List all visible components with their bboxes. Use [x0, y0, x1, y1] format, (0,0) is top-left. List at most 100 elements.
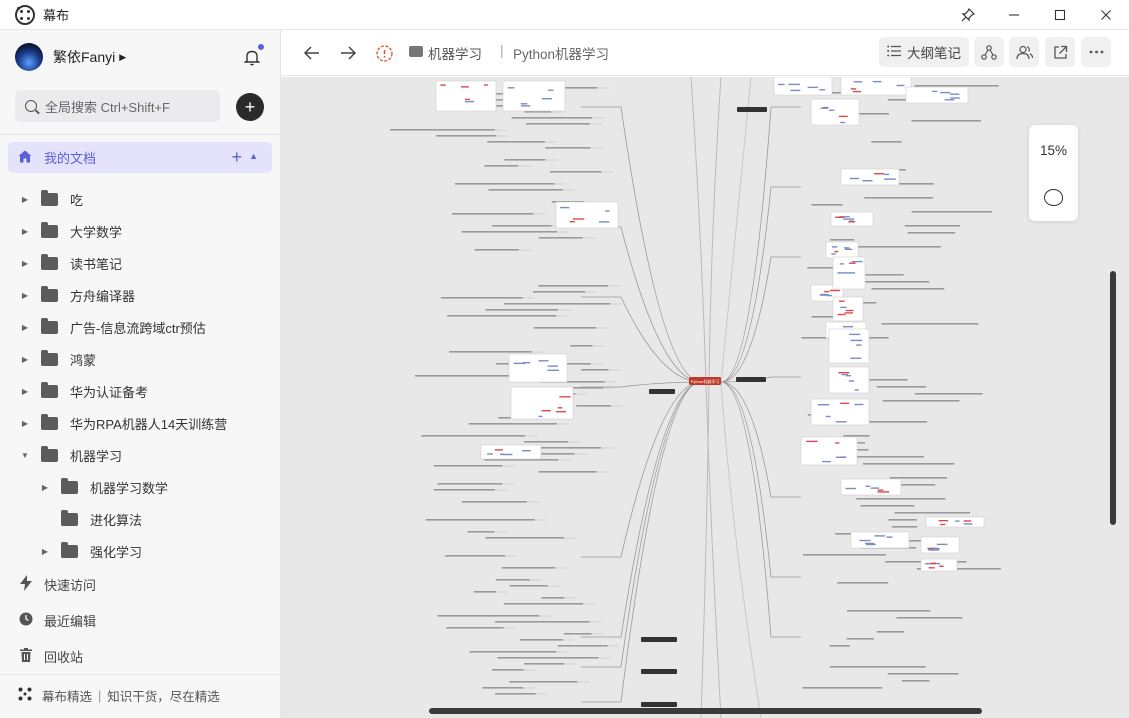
nav-label: 快速访问 — [44, 577, 97, 593]
global-search-input[interactable]: 全局搜索 Ctrl+Shift+F — [15, 90, 220, 122]
folder-item[interactable]: ▶机器学习数学 — [0, 471, 280, 503]
folder-item[interactable]: 进化算法 — [0, 503, 280, 535]
mindmap-node-text — [520, 639, 563, 641]
nav-recent[interactable]: 最近编辑 — [18, 608, 96, 632]
caret-down-icon[interactable]: ▼ — [21, 450, 29, 460]
promo-banner[interactable]: 幕布精选 | 知识干货，尽在精选 — [18, 686, 220, 705]
caret-right-icon[interactable]: ▶ — [21, 290, 29, 300]
user-menu[interactable]: 繁依Fanyi ▶ — [15, 42, 126, 72]
caret-right-icon[interactable]: ▶ — [21, 354, 29, 364]
more-button[interactable] — [1081, 37, 1111, 67]
caret-right-icon[interactable]: ▶ — [21, 194, 29, 204]
add-doc-icon[interactable]: + — [231, 147, 242, 167]
mindmap-image-detail — [840, 306, 847, 309]
folder-item[interactable]: ▶华为认证备考 — [0, 375, 280, 407]
bell-icon[interactable] — [243, 48, 261, 66]
forward-arrow-icon[interactable] — [337, 42, 359, 64]
mindmap-structure-button[interactable] — [974, 37, 1004, 67]
mindmap-image-detail — [929, 549, 940, 551]
mindmap-node-text — [452, 213, 534, 215]
mindmap-node-text — [497, 657, 599, 659]
caret-right-icon[interactable]: ▶ — [21, 322, 29, 332]
folder-item[interactable]: ▶广告-信息流跨域ctr预估 — [0, 311, 280, 343]
username[interactable]: 繁依Fanyi — [53, 49, 116, 65]
mindmap-image-detail — [936, 543, 948, 546]
folder-item[interactable]: ▶华为RPA机器人14天训练营 — [0, 407, 280, 439]
avatar[interactable] — [15, 43, 43, 71]
folder-item[interactable]: ▶吃 — [0, 183, 280, 215]
back-arrow-icon[interactable] — [301, 42, 323, 64]
caret-right-icon[interactable]: ▶ — [21, 258, 29, 268]
mindmap-image-detail — [939, 565, 944, 567]
caret-right-icon[interactable]: ▶ — [21, 386, 29, 396]
folder-icon — [61, 541, 78, 558]
promo-brand: 幕布精选 — [42, 690, 93, 704]
mindmap-node-text — [860, 505, 915, 507]
mindmap-node-text — [524, 111, 552, 113]
divider — [0, 134, 280, 135]
mindmap-image-detail — [843, 218, 855, 220]
mindmap-image-node — [480, 444, 542, 460]
mindmap-graphic[interactable]: Python机器学习 — [281, 77, 1129, 718]
mindmap-link — [581, 381, 702, 388]
caret-right-icon[interactable]: ▶ — [21, 418, 29, 428]
mindmap-node-text — [856, 498, 946, 500]
mindmap-node-text — [901, 680, 930, 682]
mindmap-node-text — [557, 645, 608, 647]
folder-item[interactable]: ▼机器学习 — [0, 439, 280, 471]
mindmap-image-detail — [522, 362, 531, 364]
vertical-scrollbar[interactable] — [1110, 271, 1116, 525]
collaborate-button[interactable] — [1009, 37, 1039, 67]
mindmap-image-detail — [820, 107, 829, 109]
mindmap-node-text — [433, 465, 503, 467]
folder-item[interactable]: ▶强化学习 — [0, 535, 280, 567]
add-button[interactable]: + — [236, 93, 264, 121]
breadcrumb-doc[interactable]: Python机器学习 — [513, 47, 610, 62]
caret-right-icon[interactable]: ▶ — [41, 546, 49, 556]
folder-item[interactable]: ▶大学数学 — [0, 215, 280, 247]
mindmap-canvas[interactable]: Python机器学习 15% — [281, 77, 1129, 718]
zoom-level[interactable]: 15% — [1039, 143, 1068, 158]
clock-icon — [18, 612, 34, 629]
collapse-icon[interactable]: ▲ — [249, 151, 258, 161]
nav-trash[interactable]: 回收站 — [18, 644, 83, 668]
close-icon[interactable] — [1083, 0, 1129, 30]
search-placeholder: 全局搜索 Ctrl+Shift+F — [45, 99, 170, 115]
maximize-icon[interactable] — [1037, 0, 1083, 30]
folder-item[interactable]: ▶方舟编译器 — [0, 279, 280, 311]
mindmap-node-text — [509, 585, 548, 587]
share-button[interactable] — [1045, 37, 1075, 67]
mindmap-image-detail — [569, 221, 575, 223]
nav-quick-access[interactable]: 快速访问 — [18, 572, 96, 596]
share-icon — [1053, 45, 1067, 59]
my-docs-item[interactable]: 我的文档 + ▲ — [8, 142, 272, 173]
mindmap-node-text — [436, 135, 497, 137]
folder-icon — [61, 477, 78, 494]
minimize-icon[interactable] — [991, 0, 1037, 30]
mindmap-image-detail — [856, 357, 862, 359]
mindmap-node-text — [570, 345, 593, 347]
mindmap-image-detail — [963, 520, 972, 522]
mindmap-image-detail — [831, 253, 836, 255]
mindmap-node-text — [484, 459, 559, 461]
caret-right-icon[interactable]: ▶ — [41, 482, 49, 492]
mindmap-node-text — [533, 327, 596, 329]
folder-item[interactable]: ▶读书笔记 — [0, 247, 280, 279]
mindmap-node-text — [504, 303, 611, 305]
horizontal-scrollbar[interactable] — [429, 708, 982, 714]
mindmap-image-detail — [925, 563, 936, 565]
info-icon[interactable] — [373, 42, 395, 64]
caret-right-icon[interactable]: ▶ — [21, 226, 29, 236]
mindmap-image-detail — [870, 487, 879, 489]
breadcrumb-folder[interactable]: 机器学习 — [428, 47, 482, 62]
outline-notes-button[interactable]: 大纲笔记 — [879, 37, 969, 67]
mindmap-image-node — [840, 168, 900, 186]
mindmap-image-detail — [848, 220, 854, 222]
mindmap-link — [720, 186, 801, 383]
palette-icon[interactable] — [1044, 189, 1063, 206]
pin-icon[interactable] — [945, 0, 991, 30]
mindmap-image-detail — [541, 410, 551, 412]
mindmap-image-detail — [572, 218, 585, 220]
folder-item[interactable]: ▶鸿蒙 — [0, 343, 280, 375]
mindmap-image-detail — [850, 88, 857, 90]
